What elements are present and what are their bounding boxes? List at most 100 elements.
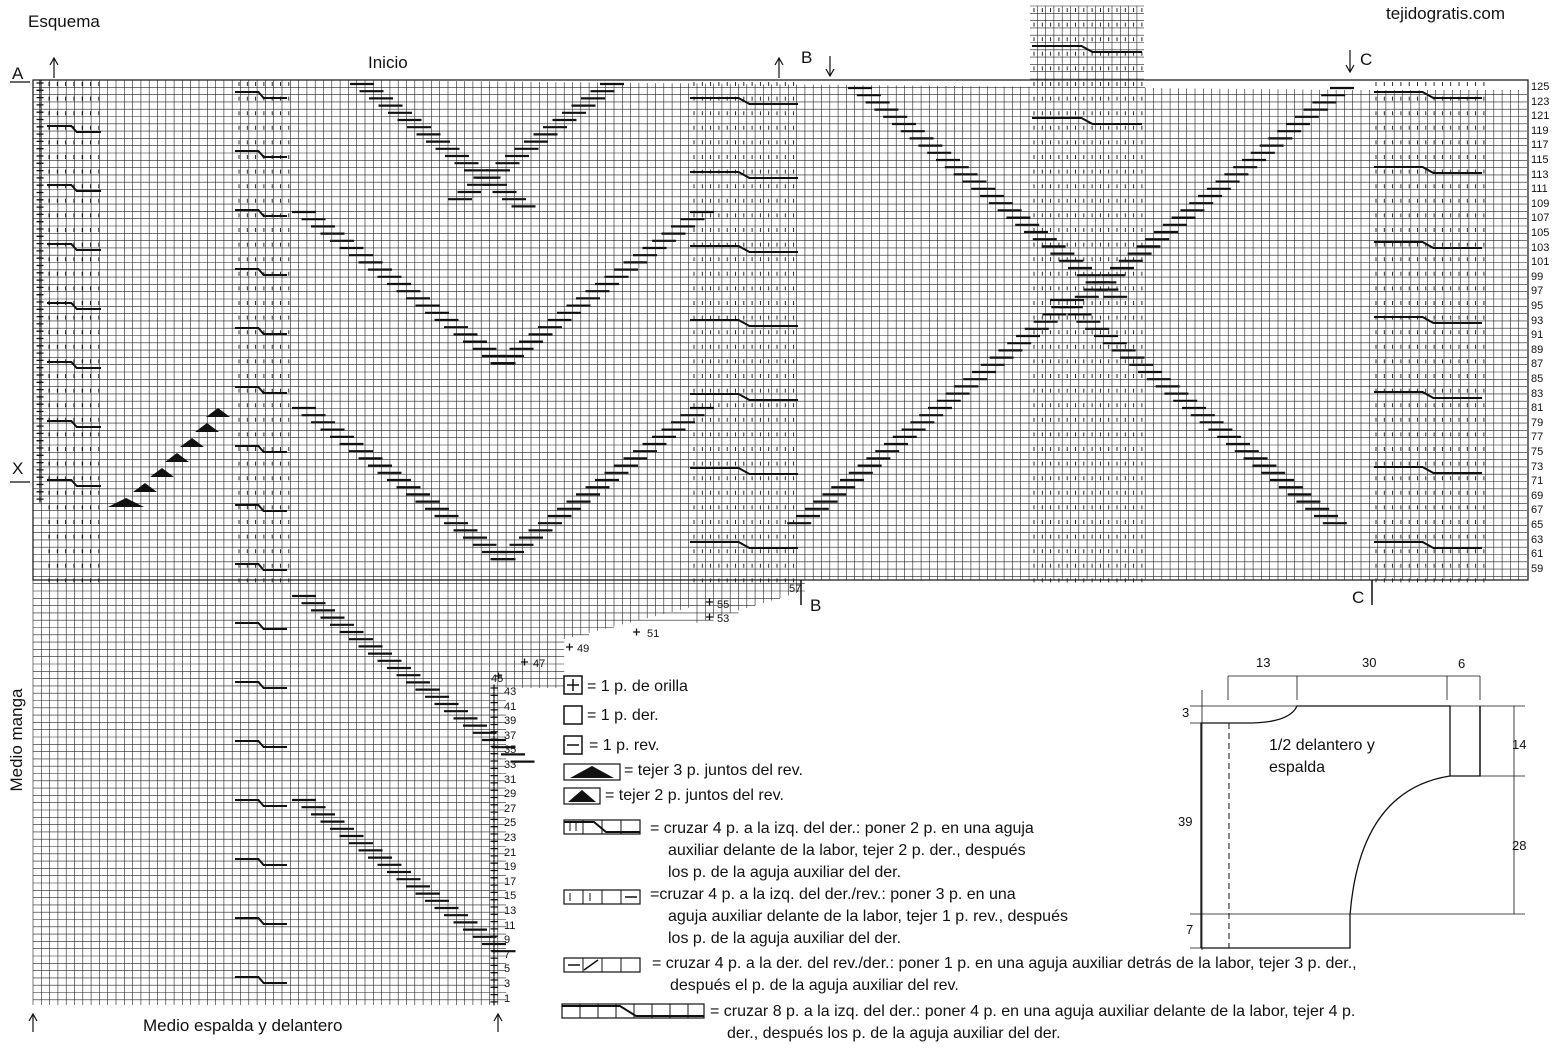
- legend-cable4l-line2: auxiliar delante de la labor, tejer 2 p.…: [668, 842, 1026, 859]
- dim-right-top: 14: [1512, 737, 1527, 752]
- row-number-79: 79: [1531, 416, 1544, 429]
- row-number-125: 125: [1531, 81, 1550, 93]
- row-number-75: 75: [1531, 446, 1544, 458]
- dim-left-mid: 39: [1178, 814, 1193, 829]
- row-number-inner-11: 11: [504, 919, 516, 932]
- schematic-label-2: espalda: [1269, 759, 1326, 776]
- chart-title: Esquema: [28, 12, 100, 31]
- start-label: Inicio: [368, 53, 408, 72]
- row-number-83: 83: [1531, 387, 1544, 400]
- row-number-115: 115: [1531, 154, 1549, 166]
- row-number-71: 71: [1531, 475, 1544, 488]
- marker-b-bottom: B: [810, 596, 822, 615]
- row-number-step-57: 57: [789, 583, 802, 595]
- row-number-inner-21: 21: [504, 846, 517, 859]
- direction-arrows: [10, 50, 1373, 1032]
- legend-cable4rp-line1: = cruzar 4 p. a la der. del rev./der.: p…: [652, 955, 1357, 972]
- row-number-61: 61: [1531, 548, 1544, 561]
- marker-a: A: [12, 64, 24, 83]
- sleeve-label: Medio manga: [7, 688, 26, 792]
- row-number-113: 113: [1531, 168, 1549, 181]
- row-number-step-49: 49: [577, 643, 590, 655]
- row-number-87: 87: [1531, 358, 1544, 371]
- cable4-left-purl-icon: [563, 889, 641, 905]
- row-number-inner-3: 3: [504, 978, 511, 990]
- row-number-inner-37: 37: [504, 729, 517, 742]
- schematic-label-1: 1/2 delantero y: [1269, 737, 1375, 754]
- bottom-label: Medio espalda y delantero: [143, 1016, 343, 1035]
- row-number-67: 67: [1531, 504, 1544, 517]
- marker-c-bottom: C: [1352, 588, 1365, 607]
- row-number-inner-39: 39: [504, 715, 517, 728]
- marker-c-top: C: [1360, 50, 1373, 69]
- row-number-inner-33: 33: [504, 759, 517, 771]
- row-number-69: 69: [1531, 489, 1544, 502]
- legend-cable4l-line3: los p. de la aguja auxiliar del der.: [668, 864, 902, 881]
- row-number-inner-5: 5: [504, 963, 511, 976]
- row-number-inner-31: 31: [504, 773, 517, 786]
- dim-top-a: 13: [1256, 655, 1271, 670]
- row-number-117: 117: [1531, 139, 1549, 152]
- purl-stitch-icon: [563, 735, 583, 755]
- row-number-97: 97: [1531, 285, 1544, 298]
- row-number-119: 119: [1531, 124, 1549, 137]
- row-number-93: 93: [1531, 314, 1544, 327]
- row-number-step-45: 45: [491, 673, 504, 685]
- row-number-65: 65: [1531, 519, 1544, 531]
- row-number-inner-43: 43: [504, 686, 517, 698]
- row-number-63: 63: [1531, 533, 1544, 546]
- cable4-left-icon: [563, 819, 641, 835]
- row-number-inner-7: 7: [504, 948, 511, 961]
- row-number-99: 99: [1531, 270, 1544, 283]
- marker-b-top: B: [801, 48, 813, 67]
- row-number-73: 73: [1531, 460, 1544, 473]
- row-number-95: 95: [1531, 300, 1544, 312]
- row-number-81: 81: [1531, 402, 1544, 415]
- legend-symbols: [561, 675, 705, 1019]
- row-number-inner-19: 19: [504, 861, 517, 874]
- row-number-77: 77: [1531, 431, 1544, 444]
- edge-stitch-icon: [563, 675, 583, 695]
- dim-top-b: 30: [1362, 655, 1377, 670]
- legend-knit-text: = 1 p. der.: [587, 707, 659, 724]
- chart-grid: [32, 5, 1529, 1005]
- garment-schematic: [1190, 675, 1525, 950]
- legend-purl-text: = 1 p. rev.: [589, 737, 660, 754]
- row-number-inner-13: 13: [504, 905, 517, 917]
- row-number-step-47: 47: [533, 658, 546, 670]
- row-number-inner-1: 1: [504, 992, 511, 1005]
- decrease-marks: [108, 408, 230, 507]
- row-number-85: 85: [1531, 373, 1544, 385]
- legend-k3tog-text: = tejer 3 p. juntos del rev.: [624, 762, 803, 779]
- row-number-107: 107: [1531, 212, 1550, 225]
- cable-marks: [47, 45, 1482, 984]
- cable4-right-purl-icon: [563, 957, 641, 973]
- legend-cable4lp-line2: aguja auxiliar delante de la labor, teje…: [668, 908, 1068, 925]
- edge-stitch-marks: [36, 79, 713, 1006]
- legend-cable4rp-line2: después el p. de la aguja auxiliar del r…: [670, 977, 959, 994]
- row-number-inner-17: 17: [504, 875, 517, 888]
- dim-left-top: 3: [1182, 705, 1190, 720]
- row-number-inner-41: 41: [504, 700, 517, 713]
- row-number-123: 123: [1531, 95, 1550, 108]
- row-number-89: 89: [1531, 343, 1544, 356]
- row-number-step-55: 55: [717, 599, 730, 611]
- row-number-inner-29: 29: [504, 788, 517, 801]
- cable8-left-icon: [561, 1003, 705, 1019]
- row-number-105: 105: [1531, 227, 1550, 239]
- row-number-inner-9: 9: [504, 934, 511, 947]
- knit-stitch-icon: [563, 705, 583, 725]
- legend-cable4lp-line1: =cruzar 4 p. a la izq. del der./rev.: po…: [650, 886, 1016, 903]
- row-number-inner-23: 23: [504, 832, 517, 844]
- k3tog-icon: [563, 763, 621, 781]
- row-number-inner-25: 25: [504, 817, 517, 830]
- row-number-101: 101: [1531, 256, 1550, 269]
- legend-cable8-line1: = cruzar 8 p. a la izq. del der.: poner …: [710, 1003, 1356, 1020]
- row-number-59: 59: [1531, 562, 1544, 575]
- legend-cable4lp-line3: los p. de la aguja auxiliar del der.: [668, 930, 902, 947]
- marker-x: X: [12, 459, 24, 478]
- row-number-103: 103: [1531, 241, 1550, 254]
- dim-top-c: 6: [1458, 656, 1466, 671]
- watermark: tejidogratis.com: [1386, 4, 1506, 23]
